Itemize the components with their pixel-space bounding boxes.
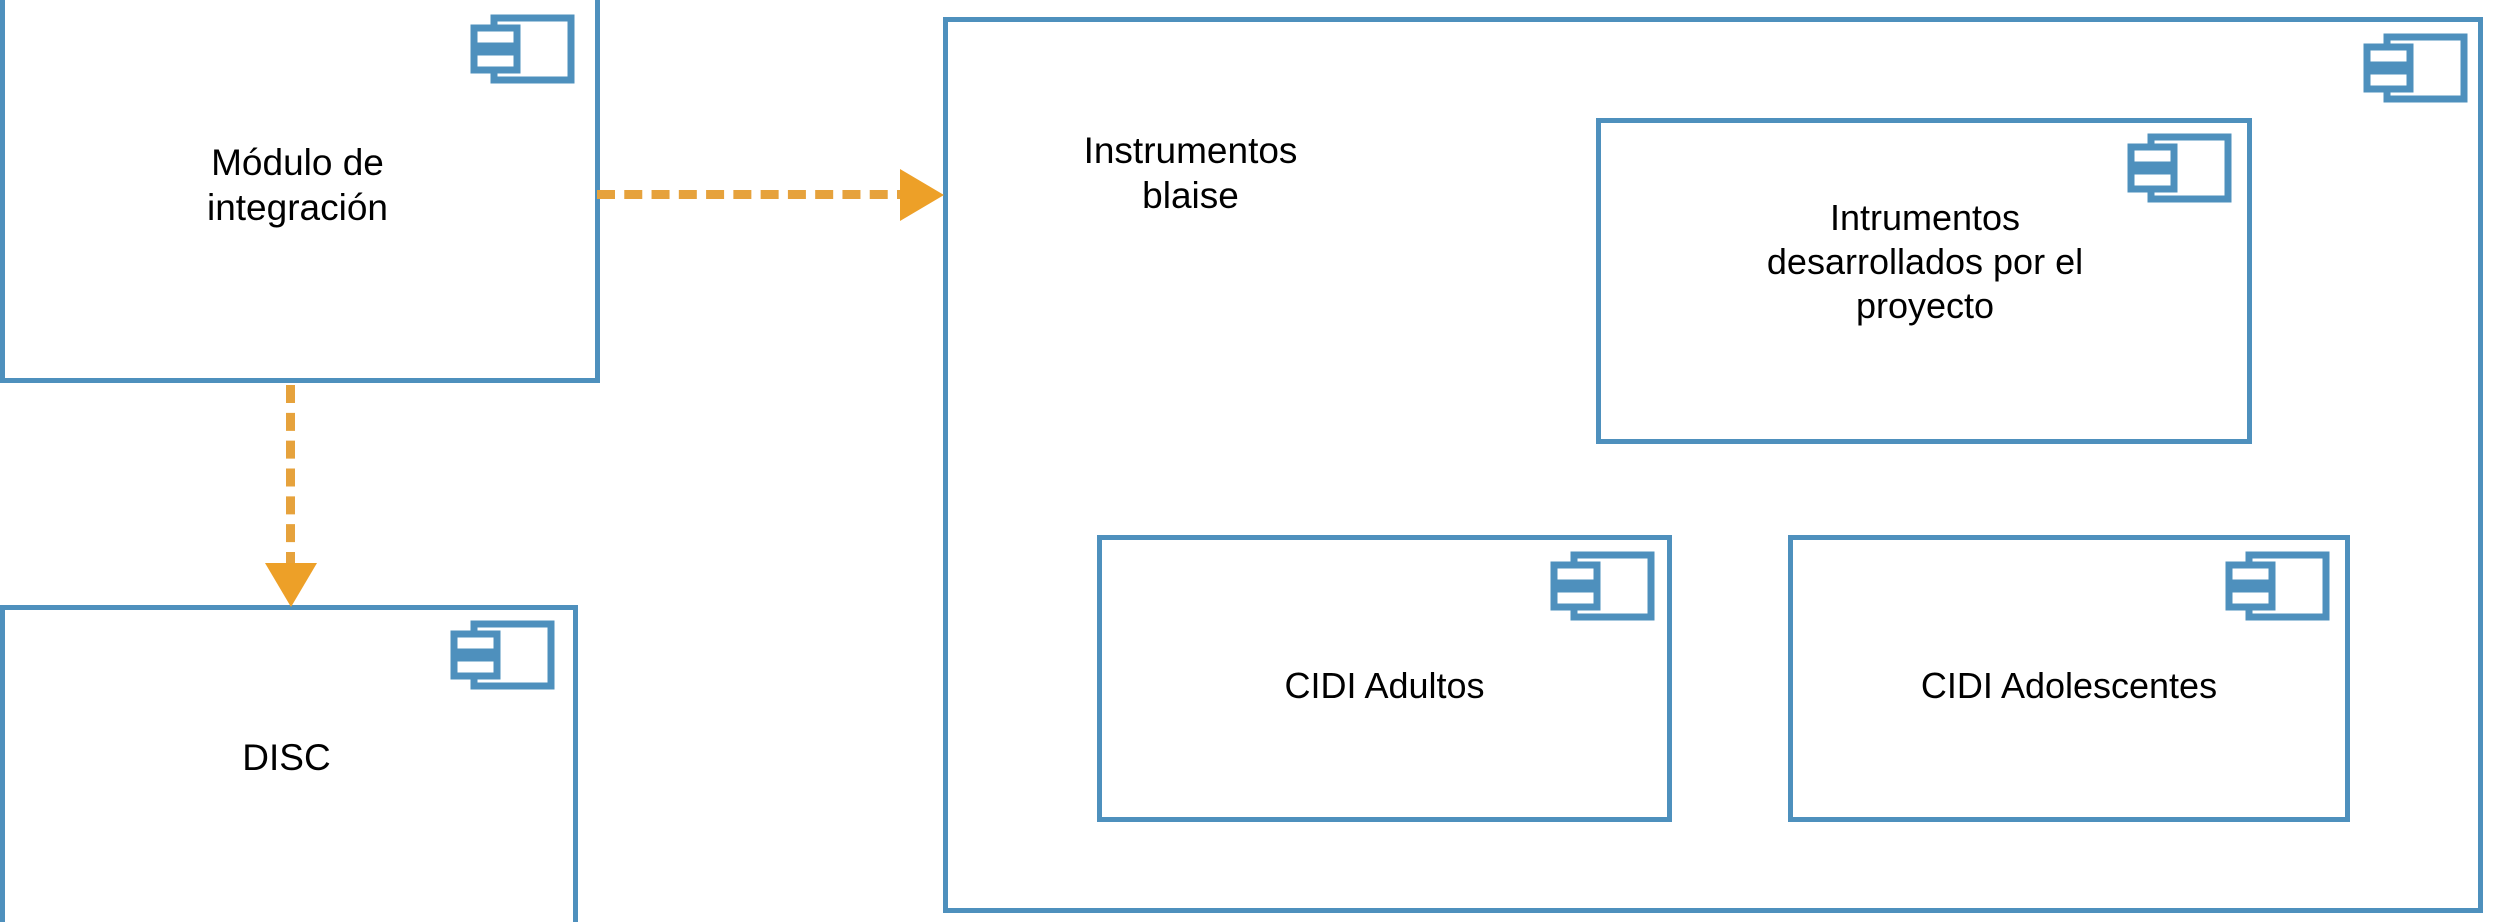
component-label-instrumentos-blaise: Instrumentos blaise xyxy=(1083,130,1298,217)
connector-line xyxy=(286,385,295,570)
component-label-intrumentos-desarrollados: Intrumentos desarrollados por el proyect… xyxy=(1766,197,2084,326)
component-label-cidi-adultos: CIDI Adultos xyxy=(1284,665,1485,706)
uml-component-icon xyxy=(2127,133,2232,208)
component-instrumentos-blaise[interactable] xyxy=(943,17,2483,913)
component-intrumentos-desarrollados[interactable] xyxy=(1596,118,2252,444)
connector-line xyxy=(597,190,915,199)
uml-component-icon xyxy=(2363,33,2468,108)
uml-component-icon xyxy=(1550,551,1655,626)
uml-component-icon xyxy=(2225,551,2330,626)
component-label-cidi-adolescentes: CIDI Adolescentes xyxy=(1920,665,2218,706)
component-label-disc: DISC xyxy=(242,737,331,778)
uml-component-icon xyxy=(470,14,575,89)
component-cidi-adolescentes[interactable] xyxy=(1788,535,2350,822)
component-cidi-adultos[interactable] xyxy=(1097,535,1672,822)
arrowhead-icon xyxy=(900,169,944,221)
component-label-modulo-integracion: Módulo de integración xyxy=(206,142,388,229)
uml-component-icon xyxy=(450,620,555,695)
arrowhead-icon xyxy=(265,563,317,607)
component-disc[interactable] xyxy=(0,605,578,922)
